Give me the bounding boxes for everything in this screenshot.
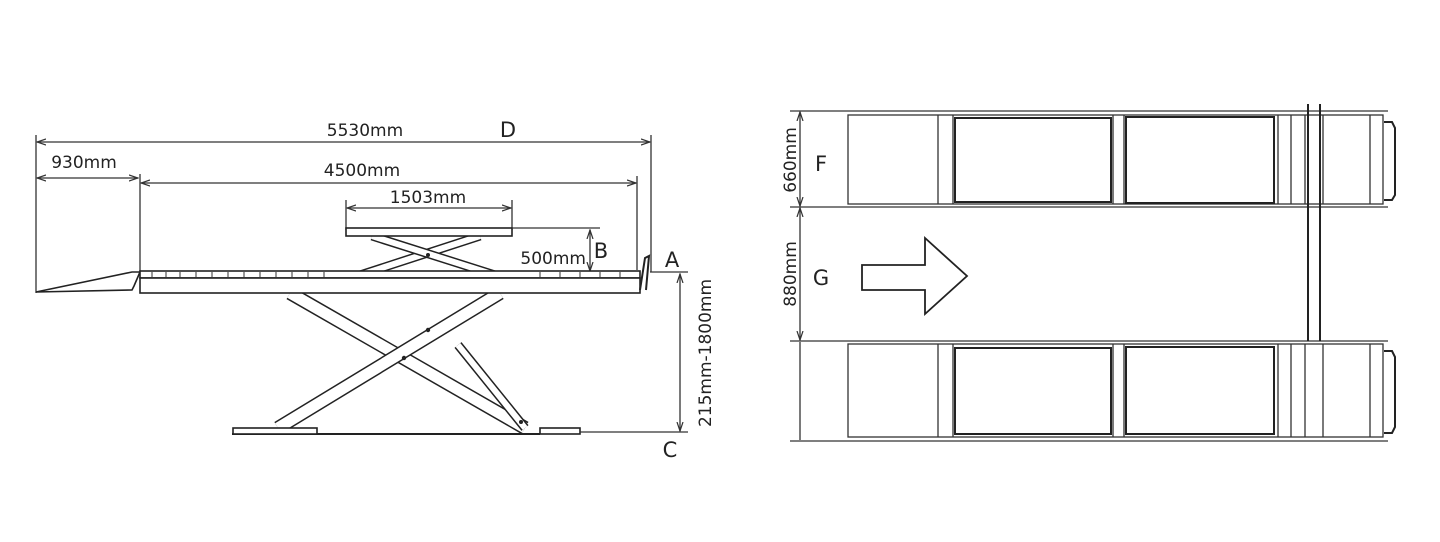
runway-top — [847, 114, 1396, 205]
main-platform — [139, 277, 641, 294]
secondary-scissor — [358, 231, 497, 280]
gap-width-label: 880mm — [781, 241, 801, 307]
ramp-handle — [1384, 121, 1396, 201]
ramp-handle — [1384, 350, 1396, 434]
height-range-label: 215mm-1800mm — [696, 279, 716, 427]
arrow-right-icon — [861, 235, 969, 317]
runway-bottom — [847, 343, 1396, 438]
label-f: F — [815, 152, 827, 176]
base-plate — [539, 427, 581, 435]
platform-length-label: 4500mm — [324, 161, 400, 181]
side-view: 5530mm D 930mm 4500mm 1503mm 500mm B — [35, 118, 716, 462]
label-c: C — [663, 438, 678, 462]
label-a: A — [665, 248, 680, 272]
label-d: D — [500, 118, 516, 142]
main-scissor — [274, 286, 529, 435]
top-view: 660mm F 880mm G — [781, 104, 1396, 442]
ramp-length-label: 930mm — [51, 153, 117, 173]
wheel-stop — [639, 254, 651, 291]
label-b: B — [594, 239, 608, 263]
secondary-length-label: 1503mm — [390, 188, 466, 208]
ramp — [35, 271, 142, 293]
secondary-lift-label: 500mm — [520, 249, 586, 269]
platform-deck — [139, 270, 641, 279]
overall-length-label: 5530mm — [327, 121, 403, 141]
secondary-platform — [345, 227, 513, 237]
label-g: G — [813, 266, 829, 290]
runway-width-label: 660mm — [781, 127, 801, 193]
cross-beam — [1307, 104, 1321, 341]
base-plate — [232, 427, 318, 435]
